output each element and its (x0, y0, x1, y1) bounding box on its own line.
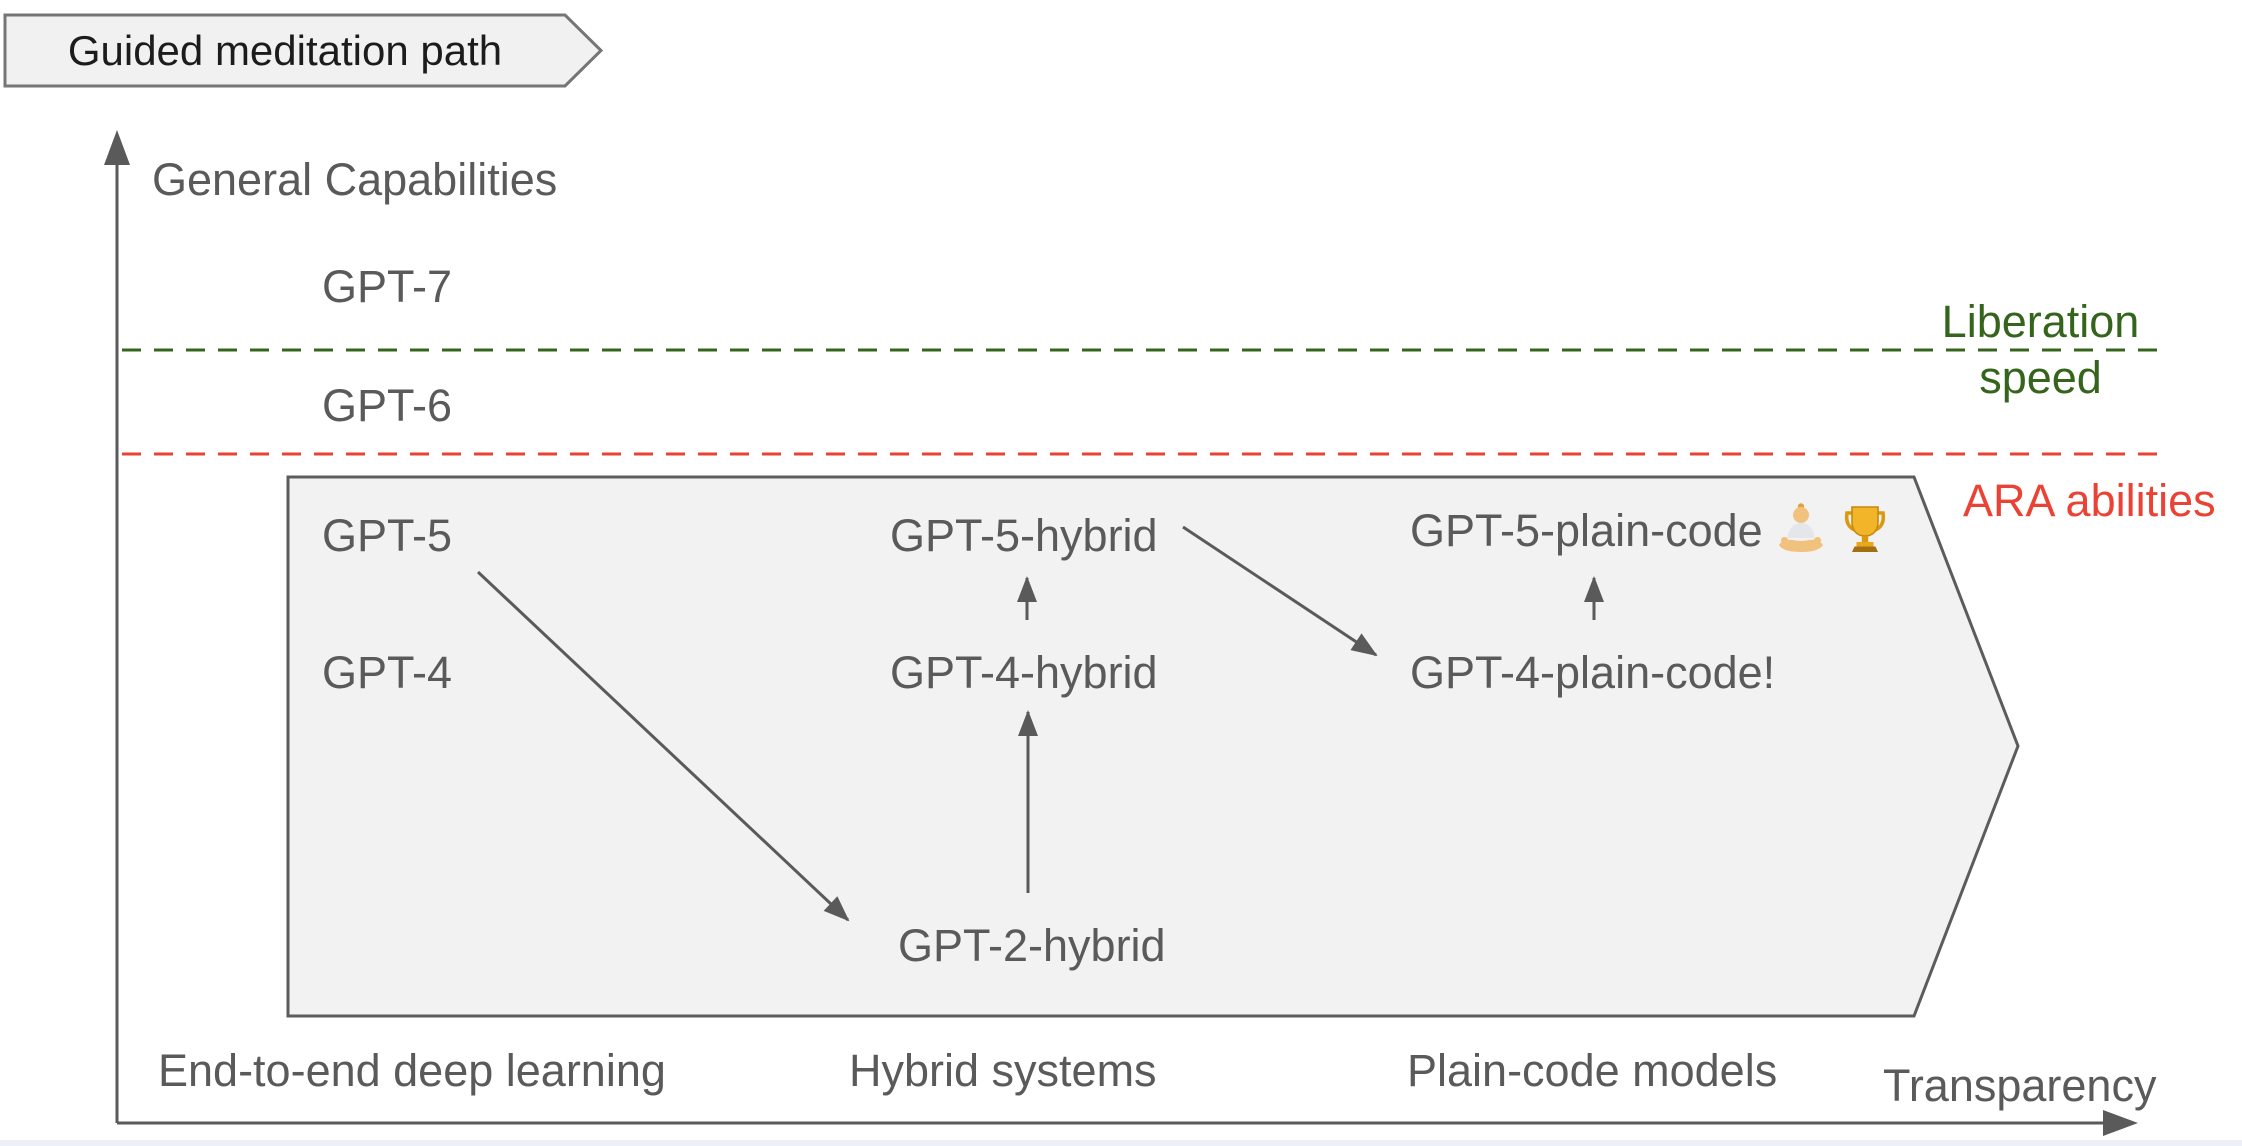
bottom-edge-strip (0, 1140, 2242, 1146)
x-category-plain-code-models: Plain-code models (1407, 1045, 1778, 1096)
x-category-end-to-end: End-to-end deep learning (158, 1045, 666, 1096)
node-gpt5: GPT-5 (322, 510, 453, 561)
x-axis-label: Transparency (1883, 1060, 2157, 1111)
node-gpt5-plain-code-label: GPT-5-plain-code (1410, 505, 1763, 556)
banner-shape (3, 13, 604, 88)
node-gpt4-plain-code: GPT-4-plain-code! (1410, 647, 1776, 698)
node-gpt5-hybrid: GPT-5-hybrid (890, 510, 1158, 561)
node-gpt2-hybrid: GPT-2-hybrid (898, 920, 1166, 971)
x-category-hybrid-systems: Hybrid systems (849, 1045, 1157, 1096)
ara-abilities-label: ARA abilities (1963, 475, 2216, 526)
y-axis-arrowhead-icon (104, 130, 130, 165)
node-gpt7: GPT-7 (322, 261, 453, 312)
liberation-speed-label: Liberation speed (1941, 296, 2140, 404)
path-region-shape (286, 475, 2020, 1018)
node-gpt4-hybrid: GPT-4-hybrid (890, 647, 1158, 698)
trophy-icon (1844, 506, 1885, 552)
x-axis-arrowhead-icon (2103, 1110, 2138, 1136)
banner-title: Guided meditation path (67, 26, 503, 74)
node-gpt6: GPT-6 (322, 380, 453, 431)
person-in-lotus-icon (1778, 503, 1823, 552)
edge-gpt5-to-gpt2-hybrid (476, 570, 850, 922)
node-gpt5-plain-code: GPT-5-plain-code (1410, 503, 1891, 557)
y-axis-label: General Capabilities (152, 154, 558, 205)
edge-gpt5-hybrid-to-gpt4-plain (1182, 525, 1378, 657)
node-gpt4: GPT-4 (322, 647, 453, 698)
